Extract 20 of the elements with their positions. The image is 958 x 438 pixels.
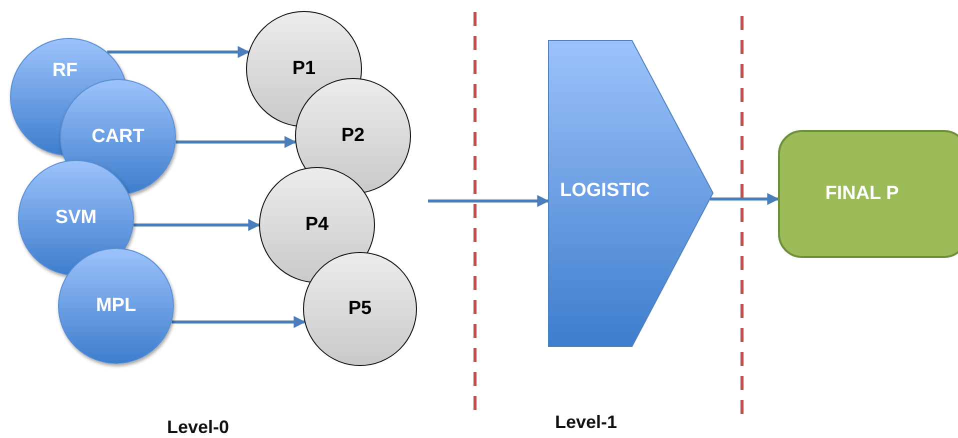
arrow	[172, 316, 306, 328]
arrow	[710, 193, 780, 205]
arrow	[176, 136, 296, 148]
node-label: P4	[305, 214, 329, 236]
arrow	[107, 46, 250, 58]
node-label: RF	[52, 60, 78, 82]
arrow	[134, 219, 260, 231]
node-label: CART	[92, 126, 144, 148]
arrow	[428, 195, 550, 207]
node-label: P2	[341, 125, 365, 147]
pentagon-shape	[548, 40, 714, 347]
node-label: P1	[292, 58, 316, 80]
node-label: SVM	[55, 207, 97, 229]
level-label: Level-0	[167, 417, 230, 438]
node-label: FINAL P	[825, 183, 899, 205]
result-box	[778, 130, 958, 258]
node-label: MPL	[96, 295, 136, 317]
level-label: Level-1	[555, 412, 618, 433]
node-label: P5	[348, 298, 372, 320]
node-label: LOGISTIC	[560, 180, 650, 202]
